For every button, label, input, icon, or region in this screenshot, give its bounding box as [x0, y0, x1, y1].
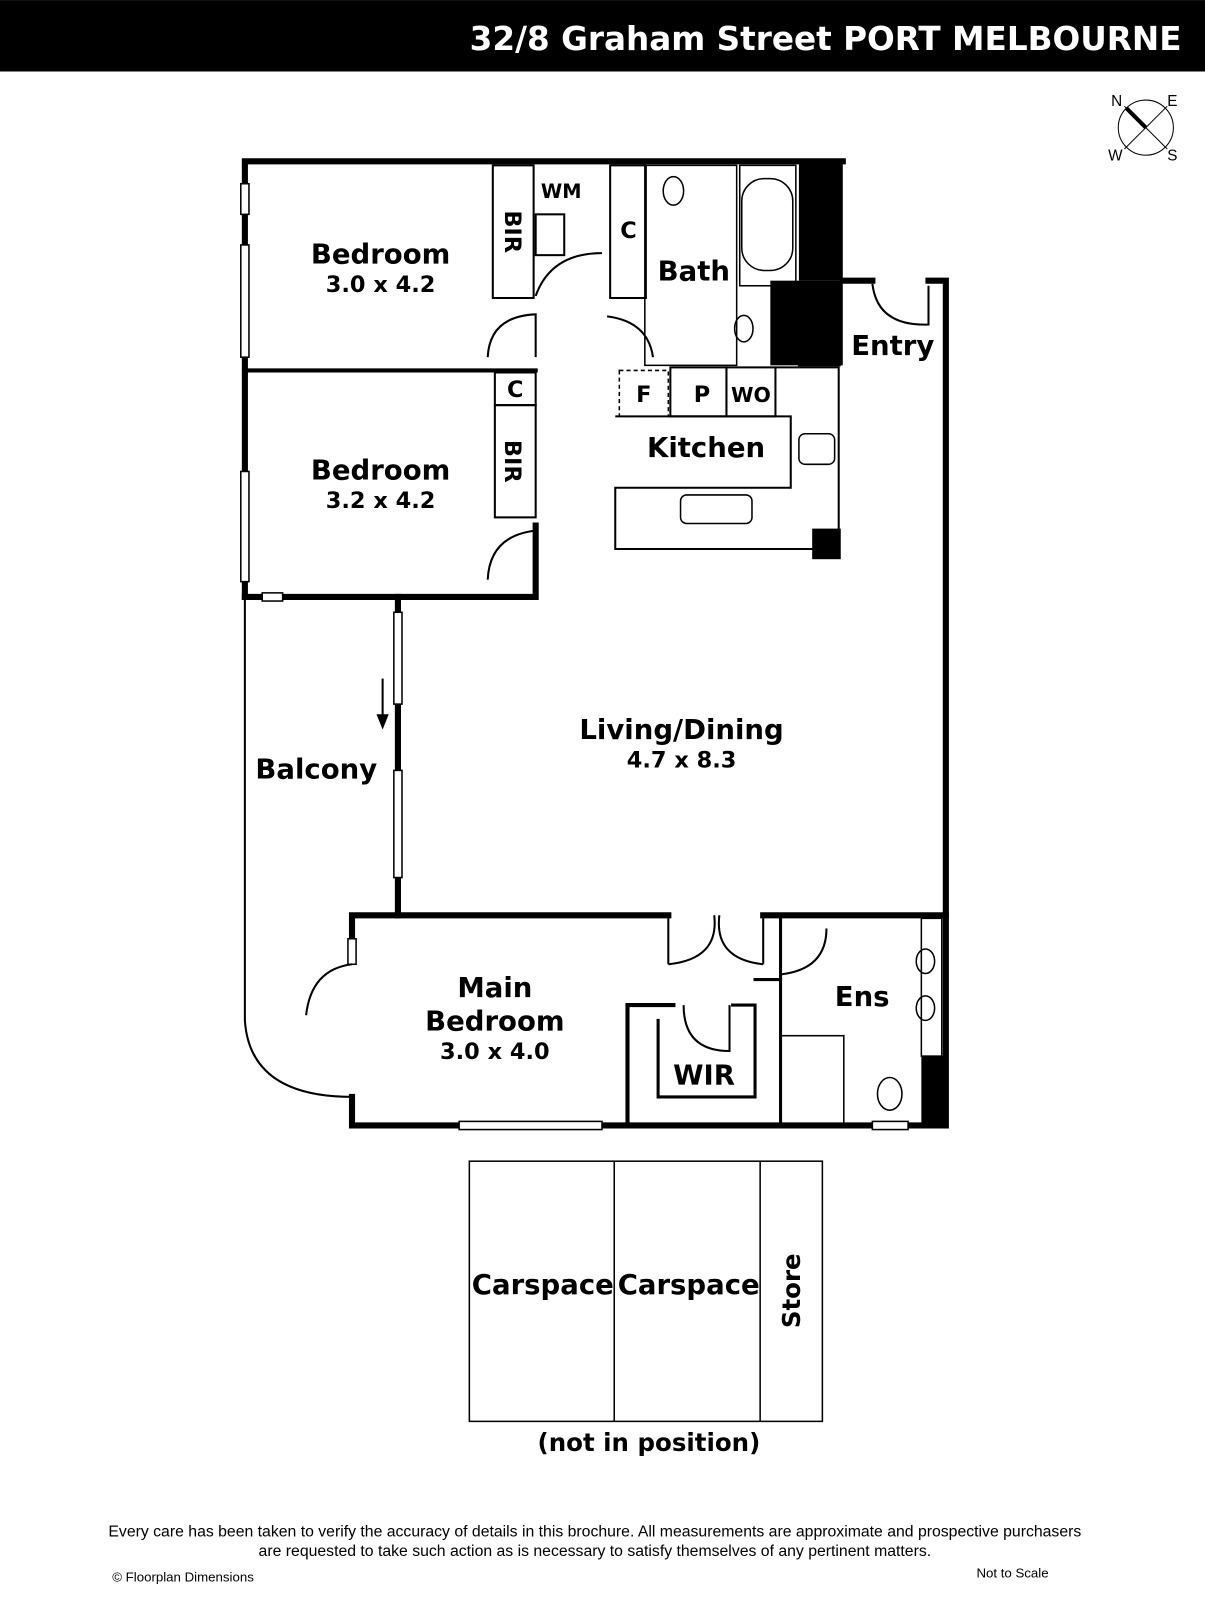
cupboard-label: C	[507, 377, 523, 403]
bir2-label: BIR	[499, 440, 525, 483]
fridge-label: F	[636, 382, 651, 408]
compass-e: E	[1167, 93, 1177, 110]
bedroom2-label: Bedroom	[311, 455, 450, 487]
cupboard-label: C	[811, 336, 827, 362]
header-title: 32/8 Graham Street PORT MELBOURNE	[470, 20, 1182, 58]
not-in-position-label: (not in position)	[538, 1428, 761, 1457]
ens-label: Ens	[835, 981, 890, 1013]
bath-label: Bath	[658, 256, 730, 288]
carspace2-label: Carspace	[618, 1269, 760, 1301]
wm-label: WM	[541, 180, 582, 203]
copyright: © Floorplan Dimensions	[112, 1570, 254, 1585]
disclaimer-line1: Every care has been taken to verify the …	[108, 1524, 1081, 1541]
wir-label: WIR	[673, 1060, 735, 1092]
cupboard-label: C	[620, 218, 636, 244]
bir1-label: BIR	[499, 210, 525, 253]
bedroom1-label: Bedroom	[311, 238, 450, 270]
header-bar	[0, 0, 1205, 72]
kitchen-label: Kitchen	[647, 432, 765, 464]
balcony-label: Balcony	[255, 754, 377, 786]
carspace1-label: Carspace	[472, 1269, 614, 1301]
disclaimer-line2: are requested to take such action as is …	[259, 1543, 932, 1560]
living-size: 4.7 x 8.3	[627, 747, 737, 773]
living-label: Living/Dining	[579, 714, 783, 746]
compass-s: S	[1167, 147, 1177, 164]
main-bedroom-label-2: Bedroom	[425, 1006, 564, 1038]
compass-w: W	[1108, 147, 1123, 164]
compass-n: N	[1111, 93, 1122, 110]
bedroom1-size: 3.0 x 4.2	[326, 272, 436, 298]
wall-oven-label: WO	[731, 383, 771, 407]
entry-label: Entry	[851, 330, 934, 362]
compass-icon: N E W S	[1108, 93, 1177, 164]
pantry-label: P	[694, 382, 710, 408]
main-bedroom-size: 3.0 x 4.0	[440, 1039, 550, 1065]
store-label: Store	[777, 1253, 806, 1328]
walls	[240, 158, 949, 1423]
scale-note: Not to Scale	[976, 1565, 1048, 1580]
main-bedroom-label-1: Main	[457, 972, 532, 1004]
bedroom2-size: 3.2 x 4.2	[326, 488, 436, 514]
